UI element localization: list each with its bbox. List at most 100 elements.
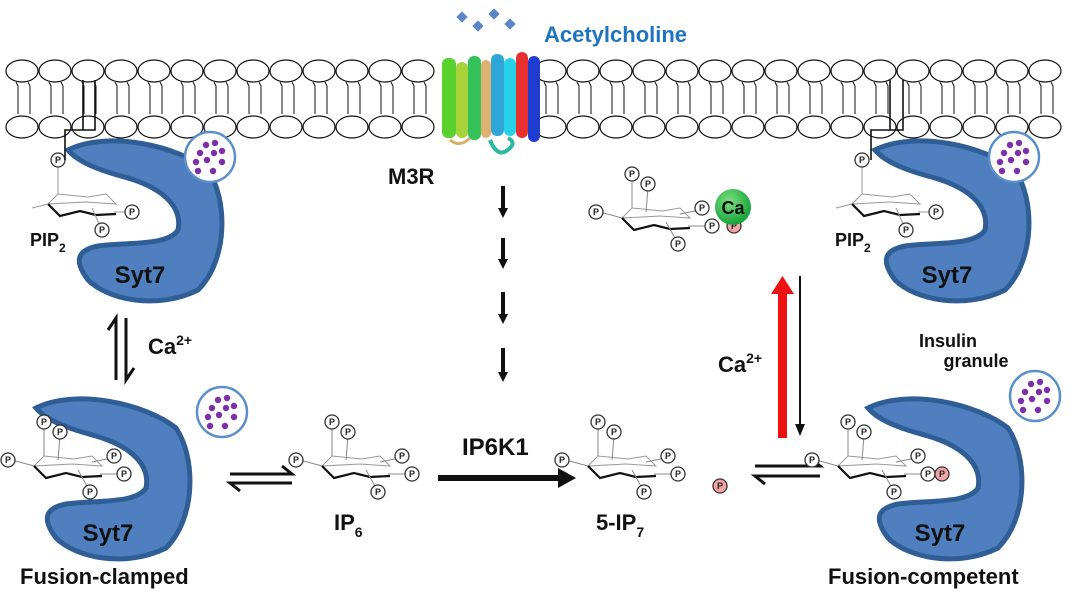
insulin-granule (987, 130, 1041, 184)
inositol-ring (320, 455, 392, 467)
lipid-head (896, 115, 930, 139)
lipid-tail (60, 81, 64, 114)
lipid-tail (906, 81, 910, 114)
insulin-dot (206, 422, 214, 430)
insulin-dot (1027, 380, 1035, 388)
phosphate-label: P (903, 225, 909, 235)
inositol-ring (586, 455, 658, 467)
lipid-tail (345, 81, 349, 114)
lipid-head (401, 59, 435, 83)
insulin-granule (183, 130, 237, 184)
insulin-dot (1007, 156, 1015, 164)
phosphate-icon (856, 424, 872, 440)
phosphate-icon (404, 466, 420, 482)
lipid-tail (885, 81, 889, 114)
lipid-tail (246, 81, 250, 114)
calcium-label-left: Ca2+ (148, 332, 192, 359)
insulin-dot (1043, 386, 1051, 394)
phosphate-label: P (717, 481, 723, 491)
lipid-head (104, 59, 138, 83)
lipid-tail (1050, 81, 1054, 114)
phosphate-icon (82, 484, 98, 500)
lipid-head (335, 115, 369, 139)
lipid-tail (126, 81, 130, 114)
lipid-tail (642, 81, 646, 114)
lipid-tail (654, 81, 658, 114)
insulin-dot (996, 158, 1004, 166)
lipid-tail (213, 81, 217, 114)
lipid-tail (576, 81, 580, 114)
lipid-tail (951, 81, 955, 114)
phosphate-icon (324, 414, 340, 430)
phosphate-bonds (599, 178, 708, 241)
phosphate-label: P (41, 417, 47, 427)
phosphate-label: P (861, 427, 867, 437)
calcium-label-right: Ca2+ (718, 350, 762, 377)
lipid-head (731, 115, 765, 139)
lipid-head (104, 115, 138, 139)
pip2-label-right: PIP2 (835, 230, 871, 255)
inositol-ring-edge (587, 465, 657, 480)
phosphate-icon (0, 452, 16, 468)
pip2-anchor (870, 80, 904, 160)
phosphate-label: P (111, 451, 117, 461)
lipid-head (38, 59, 72, 83)
phosphate-label: P (593, 207, 599, 217)
phosphate-icon (394, 448, 410, 464)
lipid-tail (753, 81, 757, 114)
insulin-dot (192, 158, 200, 166)
phosphate-icon (898, 222, 914, 238)
phosphate-icon (670, 236, 686, 252)
phosphate-icon (910, 448, 926, 464)
insulin-granule-label-line1: Insulin (919, 331, 977, 351)
phosphate-label: P (645, 179, 651, 189)
inositol-ring (850, 193, 922, 205)
inositol-ring (32, 455, 104, 467)
insulin-granule (1008, 369, 1062, 423)
insulin-dot (203, 156, 211, 164)
lipid-tail (159, 81, 163, 114)
insulin-dot (1028, 395, 1036, 403)
pyrophosphate-icon (934, 466, 950, 482)
lipid-tail (687, 81, 691, 114)
insulin-dot (215, 411, 223, 419)
phosphate-bonds (11, 426, 120, 489)
lipid-tail (279, 81, 283, 114)
lipid-head (599, 59, 633, 83)
syt7-label: Syt7 (915, 520, 966, 547)
lipid-tail (114, 81, 118, 114)
inositol-ring-edge (837, 465, 907, 480)
phosphate-icon (928, 204, 944, 220)
lipid-tail (1017, 81, 1021, 114)
insulin-dot (1035, 388, 1043, 396)
lipid-head (599, 115, 633, 139)
syt7-protein (864, 396, 1025, 562)
insulin-dot (221, 422, 229, 430)
lipid-tail (543, 81, 547, 114)
lipid-tail (588, 81, 592, 114)
phosphate-icon (636, 484, 652, 500)
ip7-label: 5-IP7 (596, 510, 644, 540)
phosphate-label: P (375, 487, 381, 497)
phosphate-label: P (859, 155, 865, 165)
lipid-tail (1005, 81, 1009, 114)
insulin-dot (1015, 139, 1023, 147)
phosphate-label: P (559, 455, 565, 465)
phosphate-bonds (565, 426, 674, 489)
fusion-clamped-label: Fusion-clamped (20, 564, 189, 589)
phosphate-label: P (5, 455, 11, 465)
insulin-dot (1014, 149, 1022, 157)
lipid-head (764, 115, 798, 139)
lipid-head (5, 59, 39, 83)
lipid-tail (918, 81, 922, 114)
phosphate-label: P (409, 469, 415, 479)
pip2-label-left: PIP2 (30, 230, 66, 255)
phosphate-icon (124, 204, 140, 220)
lipid-tail (312, 81, 316, 114)
phosphate-label: P (99, 225, 105, 235)
lipid-tail (621, 81, 625, 114)
